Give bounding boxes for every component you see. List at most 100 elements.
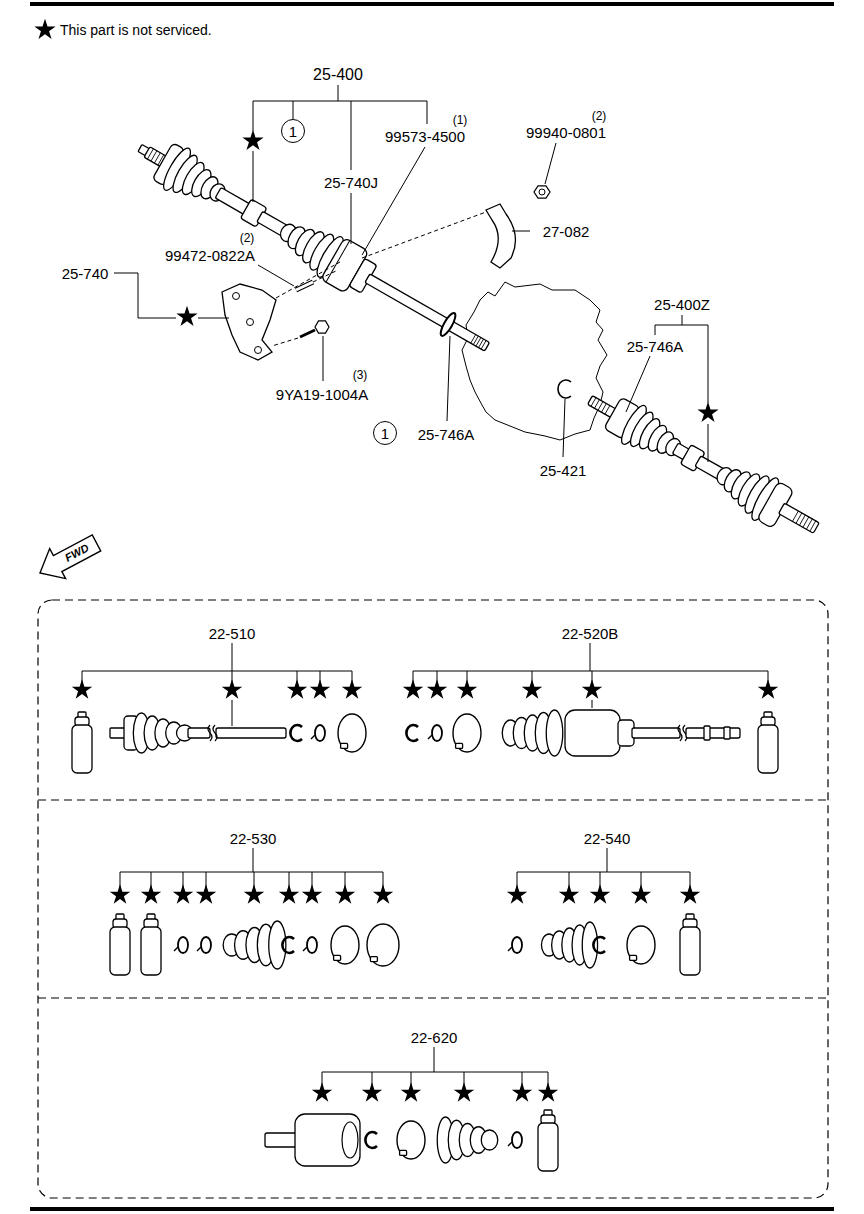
kit-number: 22-620: [411, 1030, 458, 1045]
boot-clamp: [311, 735, 315, 739]
callout-circle: 1: [373, 421, 397, 445]
leader-line: [232, 643, 233, 671]
break-mark: [208, 725, 212, 741]
leader-line: [655, 325, 656, 335]
leader-line: [447, 336, 450, 421]
not-serviced-star: [522, 679, 542, 698]
not-serviced-star: [176, 306, 197, 326]
leader-line: [198, 318, 229, 319]
boot-band: [338, 714, 366, 752]
bracket-hole: [255, 347, 262, 354]
leader-line: [322, 1072, 548, 1073]
stub-shaft: [265, 1133, 297, 1147]
leader-line: [338, 85, 339, 101]
part-number: 25-740: [62, 266, 109, 281]
shaft: [686, 728, 740, 738]
not-serviced-star: [222, 679, 242, 698]
kit-divider: [38, 997, 828, 998]
not-serviced-star: [582, 679, 602, 698]
boot-clamp: [315, 725, 325, 741]
circlip: [558, 380, 571, 398]
kit-number: 22-530: [230, 831, 277, 846]
boot-bellows: [546, 710, 563, 756]
callout-circle: 1: [281, 119, 305, 143]
not-serviced-star: [196, 884, 216, 903]
not-serviced-star: [110, 884, 130, 903]
callout-number: 1: [381, 426, 389, 441]
boot-band: [367, 924, 399, 966]
leader-line: [708, 424, 709, 462]
mounting-line: [276, 262, 340, 298]
snap-ring: [282, 937, 294, 953]
boot-band: [331, 926, 359, 964]
not-serviced-star: [244, 884, 264, 903]
leader-line: [563, 399, 565, 457]
not-serviced-star: [312, 1082, 332, 1101]
leader-line: [626, 356, 650, 412]
leader-line: [607, 848, 608, 872]
boot-clamp: [201, 937, 211, 953]
leader-line: [351, 101, 352, 170]
boot-clamp: [428, 735, 432, 739]
bracket-hole: [233, 293, 240, 300]
boot-band: [400, 1150, 407, 1155]
part-number: 25-400: [313, 67, 363, 83]
not-serviced-star: [72, 679, 92, 698]
shaft: [188, 728, 210, 738]
boot-clamp: [512, 937, 522, 953]
leader-line: [114, 273, 176, 318]
boot-bellows: [481, 1130, 498, 1150]
leader-line: [232, 700, 233, 726]
drive-shaft-right: [578, 379, 828, 549]
leader-line: [258, 265, 294, 286]
leader-line: [293, 101, 294, 119]
grease-bottle: [538, 1123, 558, 1171]
boot-band: [630, 955, 637, 960]
spline: [591, 398, 596, 407]
boot-clamp: [512, 1132, 522, 1148]
flange-bolt: [300, 330, 315, 337]
leader-line: [427, 101, 428, 124]
leader-line: [253, 848, 254, 872]
spline: [704, 726, 710, 740]
not-serviced-star: [631, 884, 651, 903]
stud-bolt: [296, 282, 313, 290]
not-serviced-star: [362, 1082, 382, 1101]
part-number: 99472-0822A: [165, 248, 255, 263]
drive-shaft-left: [128, 127, 499, 367]
spline: [481, 340, 486, 349]
cv-housing: [295, 1114, 360, 1166]
intermediate-shaft: [365, 274, 490, 351]
boot-clamp: [174, 947, 178, 951]
mounting-line: [272, 338, 298, 346]
leader-line: [82, 671, 352, 672]
part-number: 99940-0801: [526, 125, 606, 140]
border-rule: [30, 1207, 834, 1211]
spline: [598, 402, 603, 411]
support-strap: [486, 204, 515, 268]
stub-shaft: [779, 503, 820, 533]
leader-line: [253, 151, 254, 202]
not-serviced-star: [401, 1082, 421, 1101]
not-serviced-star: [680, 884, 700, 903]
mounting-line: [313, 270, 338, 282]
spline: [601, 404, 606, 413]
part-number: 9YA19-1004A: [276, 387, 368, 402]
not-serviced-star: [559, 884, 579, 903]
part-number: 25-746A: [627, 339, 684, 354]
leader-line: [682, 315, 683, 325]
leader-line: [708, 325, 709, 403]
kit-number: 22-510: [209, 626, 256, 641]
boot-clamp: [307, 937, 317, 953]
kit-divider: [38, 799, 828, 800]
border-rule: [30, 2, 834, 6]
leader-line: [253, 101, 427, 102]
mounting-line: [362, 212, 486, 258]
boot-clamp: [303, 947, 307, 951]
not-serviced-star: [34, 19, 55, 39]
leader-line: [120, 872, 383, 873]
part-number: 25-746A: [418, 427, 475, 442]
not-serviced-star: [279, 884, 299, 903]
boot-band: [456, 743, 463, 748]
forward-arrow: [32, 528, 104, 588]
